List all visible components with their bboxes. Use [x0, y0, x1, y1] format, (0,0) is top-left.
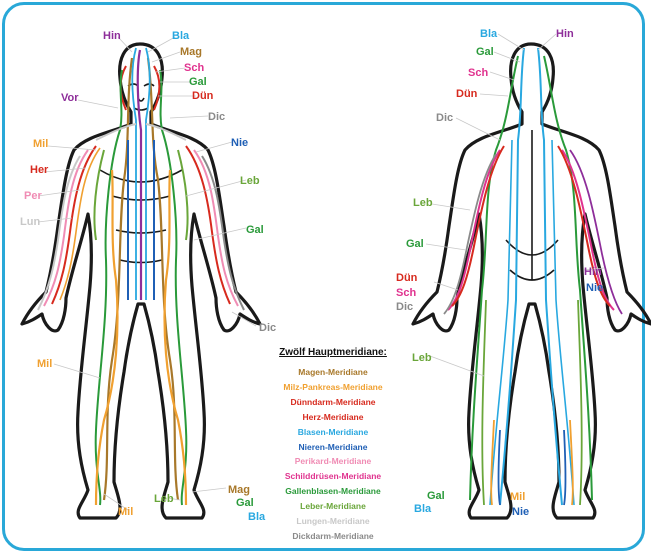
- front-label-sch: Sch: [184, 62, 204, 74]
- front-label-dun: Dün: [192, 90, 213, 102]
- legend-item: Magen-Meridiane: [272, 365, 394, 380]
- back-label-hin: Hin: [556, 28, 574, 40]
- front-label-vor: Vor: [61, 92, 79, 104]
- front-label-gal-3: Gal: [236, 497, 254, 509]
- legend-item: Perikard-Meridiane: [272, 454, 394, 469]
- back-label-leb: Leb: [413, 197, 433, 209]
- front-label-hin: Hin: [103, 30, 121, 42]
- back-label-bla: Bla: [480, 28, 497, 40]
- back-label-leb-2: Leb: [412, 352, 432, 364]
- legend-item: Herz-Meridiane: [272, 410, 394, 425]
- legend-item: Milz-Pankreas-Meridiane: [272, 380, 394, 395]
- back-label-gal-2: Gal: [406, 238, 424, 250]
- back-label-dun-2: Dün: [396, 272, 417, 284]
- legend-item: Schilddrüsen-Meridiane: [272, 469, 394, 484]
- front-label-per: Per: [24, 190, 42, 202]
- front-label-her: Her: [30, 164, 48, 176]
- front-label-mil-2: Mil: [37, 358, 52, 370]
- back-label-nie-2: Nie: [512, 506, 529, 518]
- front-label-gal-2: Gal: [246, 224, 264, 236]
- front-label-lun: Lun: [20, 216, 40, 228]
- back-label-sch-2: Sch: [396, 287, 416, 299]
- front-label-mag-2: Mag: [228, 484, 250, 496]
- back-label-gal: Gal: [476, 46, 494, 58]
- legend-item: Dickdarm-Meridiane: [272, 529, 394, 544]
- front-label-nie: Nie: [231, 137, 248, 149]
- back-label-hin-2: Hin: [584, 266, 602, 278]
- front-label-dic-2: Dic: [259, 322, 276, 334]
- legend-item: Blasen-Meridiane: [272, 425, 394, 440]
- front-label-leb: Leb: [240, 175, 260, 187]
- legend-item: Nieren-Meridiane: [272, 440, 394, 455]
- back-label-gal-3: Gal: [427, 490, 445, 502]
- back-label-dic-2: Dic: [396, 301, 413, 313]
- back-label-dun: Dün: [456, 88, 477, 100]
- legend-item: Leber-Meridiane: [272, 499, 394, 514]
- back-label-mil: Mil: [510, 491, 525, 503]
- front-label-mil-3: Mil: [118, 506, 133, 518]
- front-label-dic: Dic: [208, 111, 225, 123]
- front-label-mag: Mag: [180, 46, 202, 58]
- back-label-nie: Nie: [586, 282, 603, 294]
- legend-item: Gallenblasen-Meridiane: [272, 484, 394, 499]
- front-label-leb-2: Leb: [154, 493, 174, 505]
- front-label-bla: Bla: [172, 30, 189, 42]
- front-label-bla-2: Bla: [248, 511, 265, 523]
- legend-title: Zwölf Hauptmeridiane:: [272, 347, 394, 358]
- back-label-sch: Sch: [468, 67, 488, 79]
- back-label-dic: Dic: [436, 112, 453, 124]
- legend-item: Dünndarm-Meridiane: [272, 395, 394, 410]
- legend-item: Lungen-Meridiane: [272, 514, 394, 529]
- front-label-mil: Mil: [33, 138, 48, 150]
- front-label-gal: Gal: [189, 76, 207, 88]
- back-label-bla-2: Bla: [414, 503, 431, 515]
